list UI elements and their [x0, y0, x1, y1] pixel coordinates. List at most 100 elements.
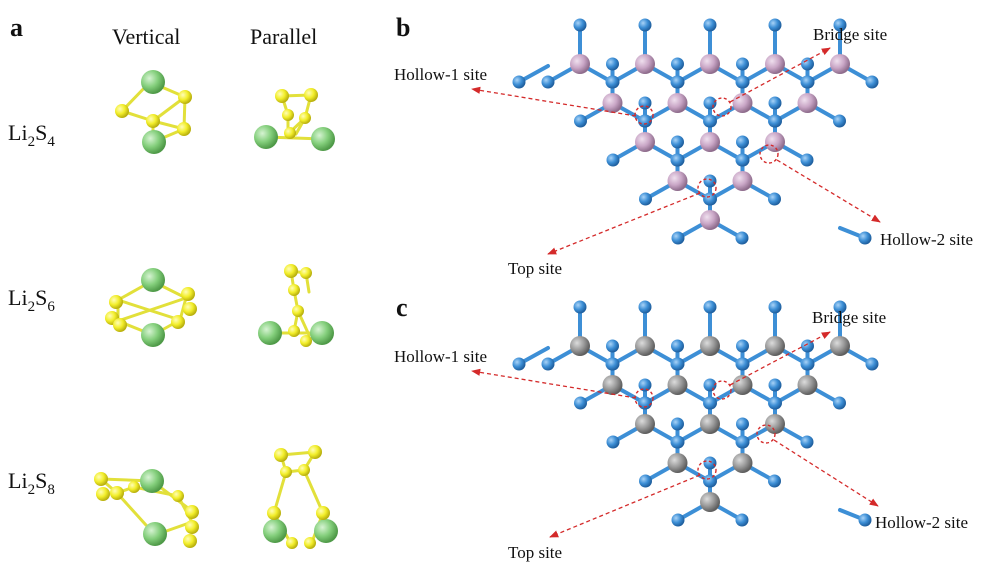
label-bridge-c: Bridge site — [812, 308, 886, 327]
nitrogen-atom — [704, 192, 717, 206]
nitrogen-atom — [833, 300, 847, 314]
nitrogen-atom — [671, 339, 684, 353]
nitrogen-atom — [704, 396, 717, 410]
nitrogen-atom — [574, 396, 587, 410]
site-circle-bridge-b — [712, 97, 732, 117]
nitrogen-atom — [801, 357, 815, 371]
nitrogen-atom — [638, 300, 652, 314]
metal-atom — [570, 54, 590, 74]
nitrogen-atom — [574, 114, 587, 128]
metal-atom — [765, 54, 785, 74]
nitrogen-atom — [736, 357, 750, 371]
nitrogen-atom — [833, 114, 846, 128]
nitrogen-atom — [768, 192, 781, 206]
metal-atom — [765, 414, 785, 434]
label-hollow2-b: Hollow-2 site — [880, 230, 973, 249]
site-circle-hollow1-b — [634, 105, 654, 125]
nitrogen-atom — [768, 96, 782, 110]
site-markers-c — [471, 331, 879, 538]
nitrogen-atom — [606, 339, 619, 353]
arrow-bridge-b — [729, 47, 831, 103]
nitrogen-atom — [768, 300, 782, 314]
arrow-hollow2-b — [776, 159, 881, 223]
nitrogen-atom — [801, 75, 815, 89]
metal-atom — [732, 93, 753, 113]
lattice-b — [512, 18, 879, 245]
molecule-li2s6-parallel — [258, 264, 334, 347]
nitrogen-atom — [512, 75, 526, 89]
nitrogen-atom — [769, 396, 782, 410]
panel-c: c Hollow-1 site Bridge site Top site Hol… — [394, 293, 968, 562]
nitrogen-atom — [736, 339, 749, 353]
nitrogen-atom — [865, 357, 879, 371]
site-markers-b — [471, 47, 881, 255]
nitrogen-atom — [769, 114, 782, 128]
nitrogen-atom — [768, 378, 782, 392]
site-circle-hollow2-c — [756, 424, 776, 444]
metal-atom — [570, 336, 590, 356]
nitrogen-atom — [671, 135, 684, 149]
nitrogen-atom — [704, 474, 717, 488]
nitrogen-atom — [639, 396, 652, 410]
nitrogen-atom — [638, 378, 652, 392]
nitrogen-atom — [703, 18, 717, 32]
metal-atom — [830, 336, 850, 356]
nitrogen-atom — [703, 456, 717, 470]
metal-atom — [667, 171, 688, 191]
metal-atom — [635, 54, 655, 74]
metal-atom — [700, 414, 720, 434]
nitrogen-atom — [671, 57, 684, 71]
molecule-li2s6-vertical — [105, 268, 197, 347]
nitrogen-atom — [573, 18, 587, 32]
row-label-li2s8: Li2S8 — [8, 468, 55, 498]
nitrogen-atom — [768, 18, 782, 32]
row-label-li2s6: Li2S6 — [8, 285, 55, 315]
metal-atom — [797, 375, 818, 395]
metal-atom — [732, 171, 753, 191]
nitrogen-atom — [865, 75, 879, 89]
nitrogen-atom — [671, 513, 685, 527]
nitrogen-atom — [638, 18, 652, 32]
arrow-top-c — [549, 474, 701, 538]
nitrogen-atom — [638, 96, 652, 110]
metal-atom — [700, 492, 720, 512]
column-header-parallel: Parallel — [250, 24, 317, 49]
site-circle-hollow2-b — [759, 144, 779, 164]
metal-atom — [667, 453, 688, 473]
nitrogen-atom — [800, 435, 814, 449]
nitrogen-atom — [639, 114, 652, 128]
nitrogen-atom — [704, 114, 717, 128]
metal-atom — [797, 93, 818, 113]
metal-atom — [635, 132, 655, 152]
nitrogen-atom — [768, 474, 781, 488]
nitrogen-atom — [606, 357, 620, 371]
metal-atom — [700, 210, 720, 230]
molecule-li2s8-parallel — [263, 445, 338, 549]
molecule-li2s4-parallel — [254, 88, 335, 151]
panel-a: a Vertical Parallel Li2S4 Li2S6 Li2S8 — [8, 13, 338, 549]
nitrogen-atom — [736, 417, 749, 431]
nitrogen-atom — [703, 96, 717, 110]
label-hollow1-c: Hollow-1 site — [394, 347, 487, 366]
metal-atom — [830, 54, 850, 74]
metal-atom — [732, 453, 753, 473]
nitrogen-atom — [736, 153, 750, 167]
metal-atom — [602, 375, 623, 395]
panel-b: b Hollow-1 site Bridge site Top site Hol… — [394, 13, 973, 278]
nitrogen-atom — [736, 135, 749, 149]
nitrogen-atom — [671, 435, 685, 449]
nitrogen-atom — [736, 75, 750, 89]
nitrogen-atom — [736, 435, 750, 449]
nitrogen-atom — [573, 300, 587, 314]
metal-atom — [700, 54, 720, 74]
row-label-li2s4: Li2S4 — [8, 120, 55, 150]
nitrogen-atom — [736, 57, 749, 71]
label-bridge-b: Bridge site — [813, 25, 887, 44]
panel-a-letter: a — [10, 13, 23, 42]
panel-c-letter: c — [396, 293, 408, 322]
metal-atom — [765, 132, 785, 152]
nitrogen-atom — [541, 357, 555, 371]
nitrogen-atom — [703, 300, 717, 314]
lattice-c — [512, 300, 879, 527]
